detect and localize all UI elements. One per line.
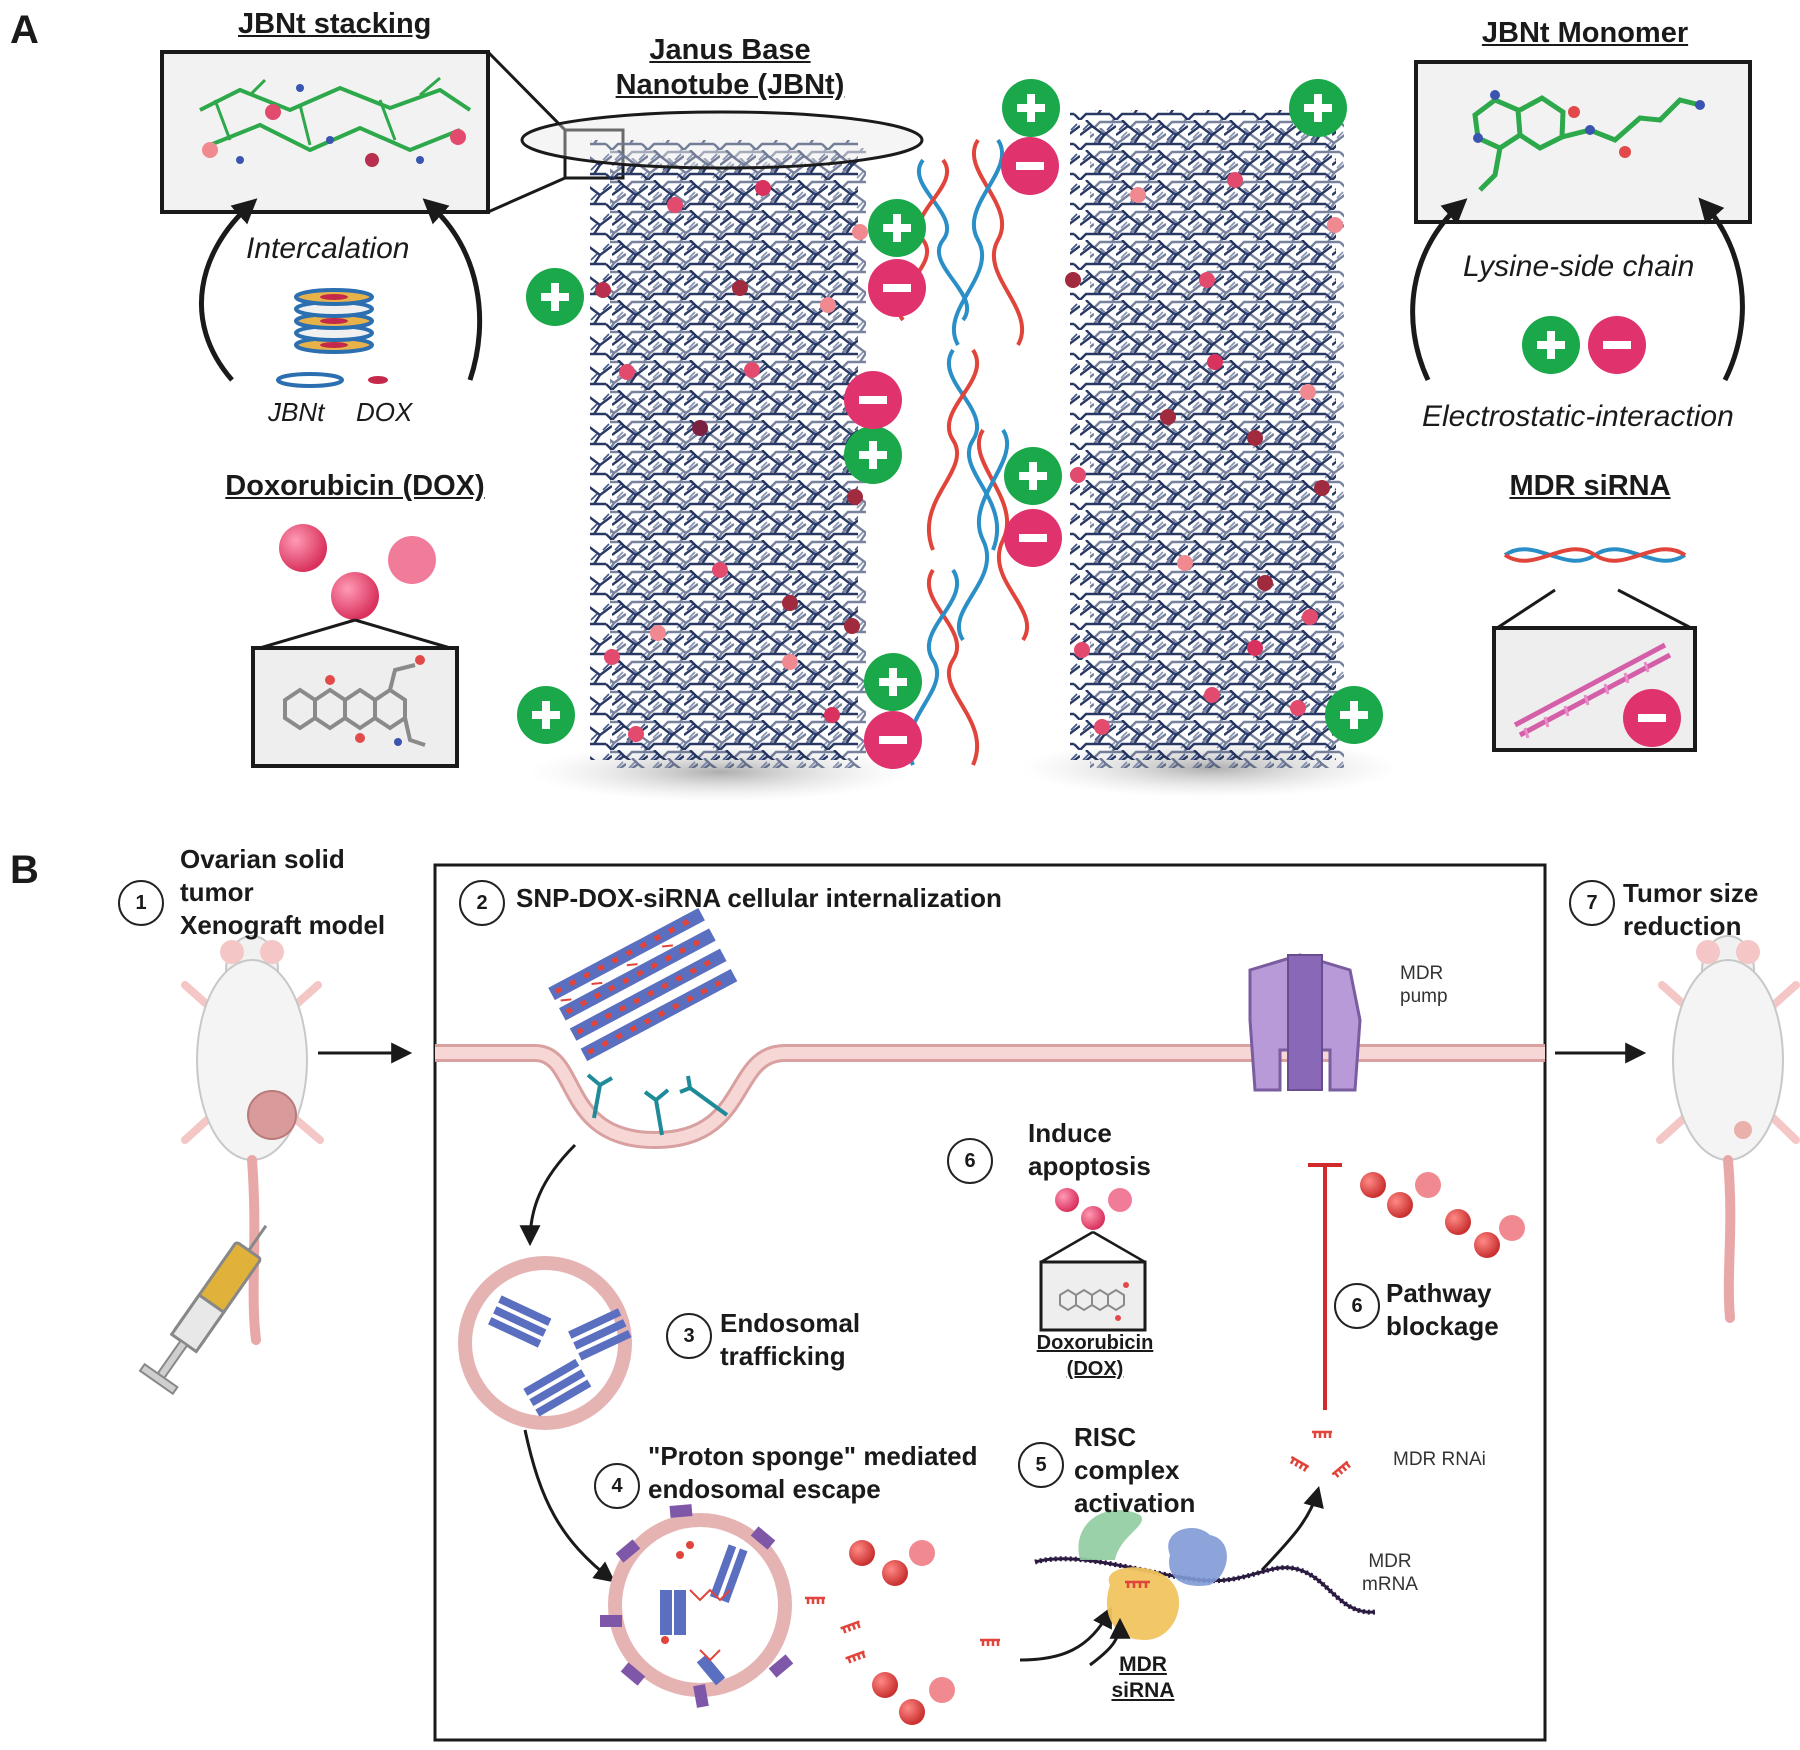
mdr-rnai-label: MDR RNAi xyxy=(1393,1449,1486,1470)
step-5-label: RISC complex activation xyxy=(1074,1422,1196,1518)
jbnt-stacking-title: JBNt stacking xyxy=(238,8,432,40)
panel-b-letter: B xyxy=(10,848,39,892)
lysine-side-chain-label: Lysine-side chain xyxy=(1463,250,1695,283)
dox-balls-pathway xyxy=(1360,1172,1525,1258)
positive-charge-icons xyxy=(517,79,1734,744)
step-1-number: 1 xyxy=(118,880,164,926)
snp-dox-sirna-bundle xyxy=(548,908,738,1062)
step-7-label: Tumor size reduction xyxy=(1623,878,1759,941)
jbnt-stacking-box xyxy=(160,50,490,214)
panel-a-letter: A xyxy=(10,8,39,52)
released-dox-balls xyxy=(849,1540,955,1725)
step-6b-label: Pathway blockage xyxy=(1386,1278,1499,1341)
mdr-pump-icon xyxy=(1248,953,1362,1092)
electrostatic-interaction-label: Electrostatic-interaction xyxy=(1422,400,1734,433)
dox-molecule-ball xyxy=(331,572,379,620)
escaping-endosome xyxy=(600,1504,794,1708)
syringe-icon xyxy=(138,1224,268,1396)
dox-apoptosis-icon xyxy=(1039,1188,1147,1332)
step-6b-number: 6 xyxy=(1334,1283,1380,1329)
dox-molecule-ball xyxy=(279,524,327,572)
jbnt-monomer-box xyxy=(1414,60,1752,224)
cell-membrane xyxy=(435,1044,1545,1150)
step-4-number: 4 xyxy=(594,1463,640,1509)
dox-legend-label: DOX xyxy=(356,397,413,427)
dox-small-label: Doxorubicin (DOX) xyxy=(1036,1332,1154,1380)
doxorubicin-title: Doxorubicin (DOX) xyxy=(225,470,485,502)
risc-complex xyxy=(1034,1510,1376,1640)
step-7-number: 7 xyxy=(1569,880,1615,926)
jbnt-monomer-title: JBNt Monomer xyxy=(1481,17,1689,49)
janus-base-nanotube-left xyxy=(520,110,924,768)
released-sirna-fragments xyxy=(805,1596,1000,1664)
mdr-sirna-title: MDR siRNA xyxy=(1509,470,1671,502)
janus-base-nanotube-right xyxy=(1070,110,1344,768)
step-5-number: 5 xyxy=(1018,1442,1064,1488)
intercalation-label: Intercalation xyxy=(246,232,410,265)
mdr-rnai-fragments xyxy=(1289,1430,1351,1478)
mouse-reduced-tumor-icon xyxy=(1656,935,1800,1323)
mdr-sirna-helix xyxy=(1503,547,1687,563)
step-2-label: SNP-DOX-siRNA cellular internalization xyxy=(516,883,1002,913)
step-2-number: 2 xyxy=(459,880,505,926)
janus-base-title-line1: Janus Base xyxy=(649,34,811,66)
stacked-rings-icon xyxy=(294,288,374,354)
mdr-sirna-small-label: MDR siRNA xyxy=(1111,1653,1175,1702)
janus-base-title-line2: Nanotube (JBNt) xyxy=(615,69,845,101)
cell-frame xyxy=(433,863,1547,1742)
dox-molecule-ball xyxy=(388,536,436,584)
jbnt-legend-label: JBNt xyxy=(268,397,325,427)
receptor-icons xyxy=(586,1073,729,1136)
dox-spheres-on-nanotubes xyxy=(595,172,1343,742)
step-3-number: 3 xyxy=(666,1313,712,1359)
mouse-xenograft-icon xyxy=(181,935,324,1345)
step-3-label: Endosomal trafficking xyxy=(720,1308,861,1371)
mdr-mrna-label: MDR mRNA xyxy=(1362,1551,1418,1595)
inhibition-line xyxy=(1308,1163,1342,1410)
step-4-label: "Proton sponge" mediated endosomal escap… xyxy=(648,1441,978,1504)
endosome xyxy=(458,1256,632,1430)
dox-legend-icon xyxy=(368,376,388,384)
step-1-label: Ovarian solid tumor Xenograft model xyxy=(180,844,386,940)
step-6a-label: Induce apoptosis xyxy=(1028,1118,1151,1181)
step-6a-number: 6 xyxy=(947,1138,993,1184)
jbnt-ring-legend-icon xyxy=(276,372,344,388)
mdr-pump-label: MDR pump xyxy=(1400,963,1448,1007)
